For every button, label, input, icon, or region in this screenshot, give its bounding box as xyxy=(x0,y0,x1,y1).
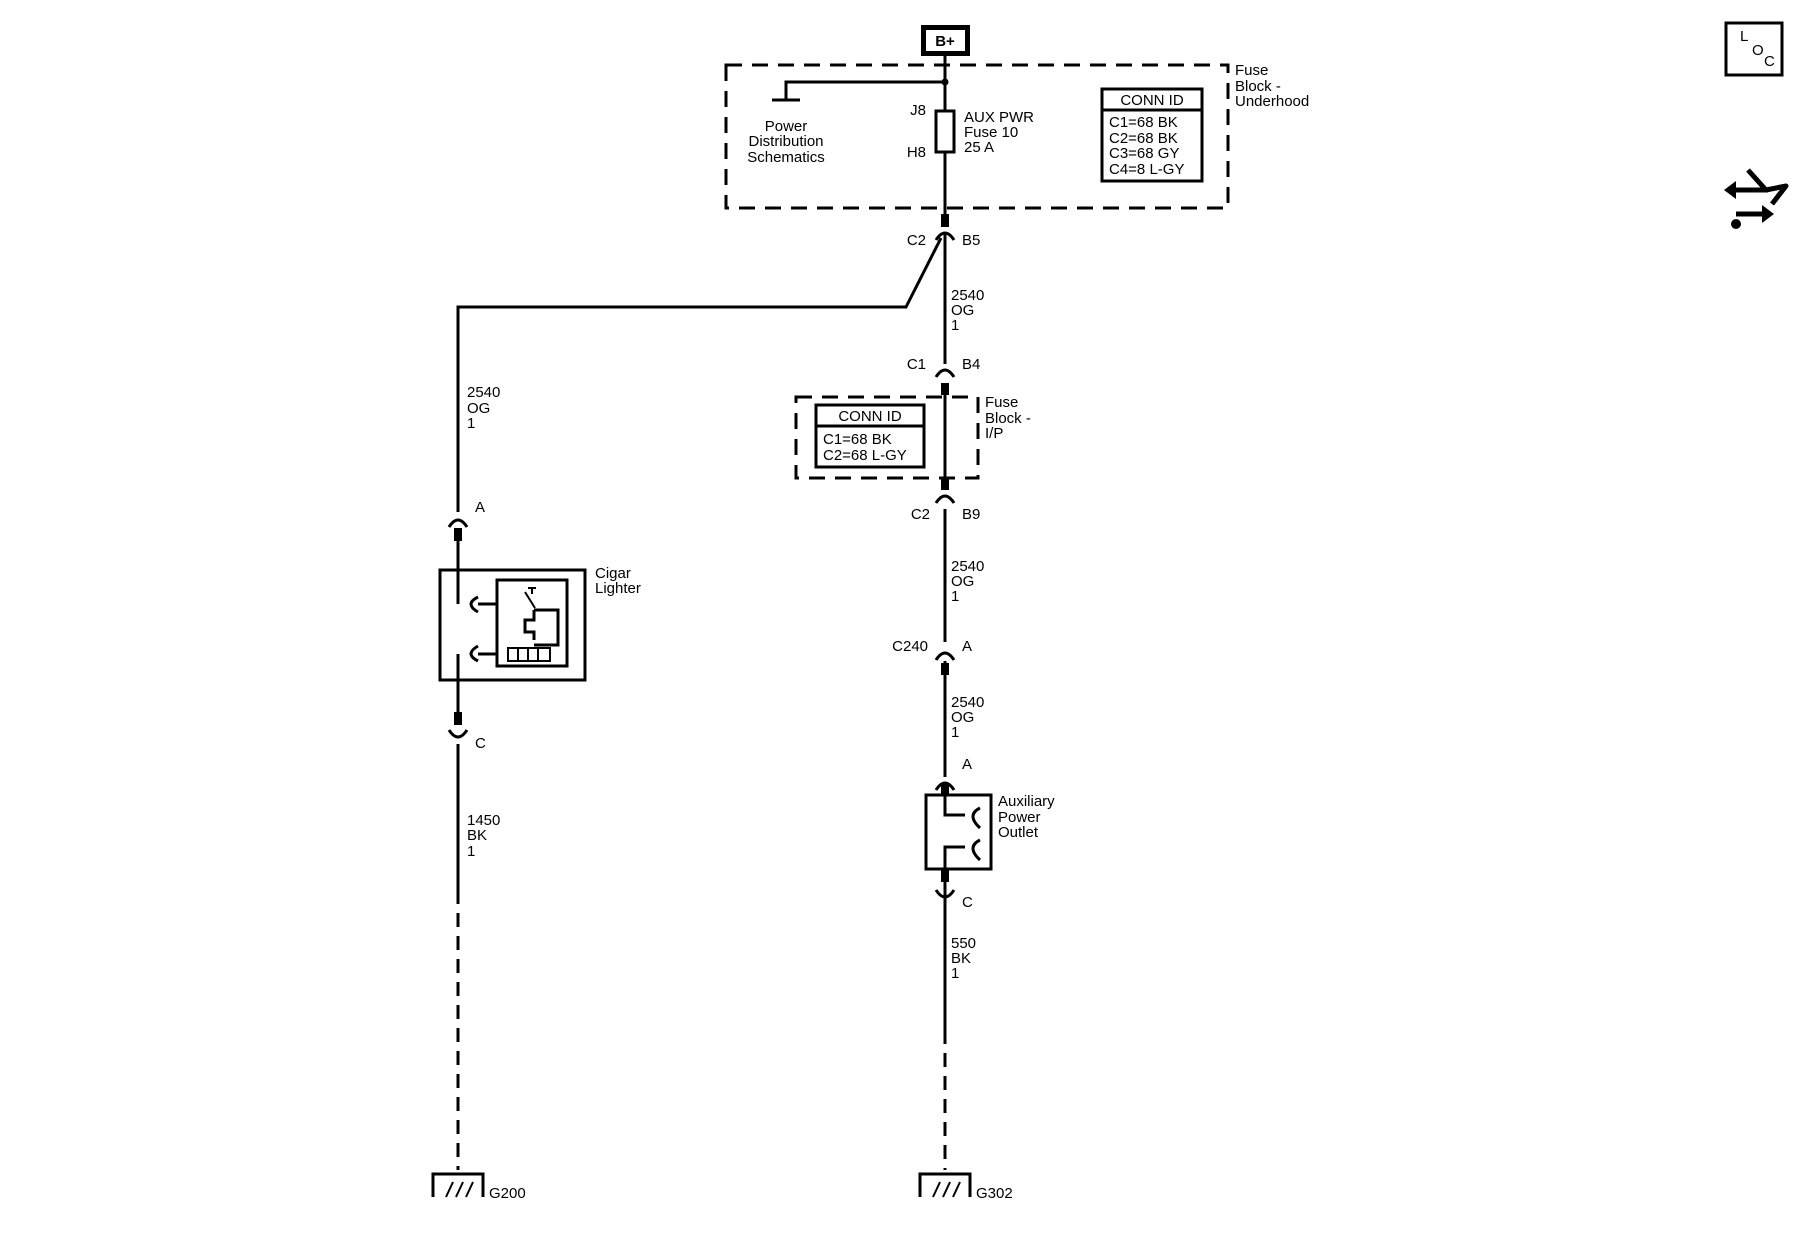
outlet-pin-bottom: C xyxy=(962,894,973,911)
outlet-label-1: Auxiliary xyxy=(998,793,1055,810)
svg-text:1: 1 xyxy=(951,965,959,982)
underhood-title-line-1: Fuse xyxy=(1235,62,1268,79)
connector-c1-b4: C1 B4 xyxy=(907,356,980,395)
outlet-label-2: Power xyxy=(998,809,1041,826)
inline-connector-c240: C240 A xyxy=(892,638,972,675)
aux-power-outlet: A C Auxiliary Power Outlet xyxy=(924,756,1055,911)
underhood-fuse-block-outline xyxy=(724,63,1230,210)
underhood-conn-row: C3=68 GY xyxy=(1109,145,1179,162)
svg-text:OG: OG xyxy=(951,573,974,590)
loc-letter-o: O xyxy=(1752,42,1764,59)
connector-c2-b5: C2 B5 xyxy=(907,214,980,249)
loc-letter-l: L xyxy=(1740,28,1748,45)
wire-label-lighter-ground: 1450 BK 1 xyxy=(467,812,500,860)
fuse-label-2: Fuse 10 xyxy=(964,124,1018,141)
wire-label-main-lower: 2540 OG 1 xyxy=(951,694,984,741)
fuse-pin-top: J8 xyxy=(910,102,926,119)
underhood-conn-row: C2=68 BK xyxy=(1109,130,1178,147)
fuse-label-1: AUX PWR xyxy=(964,109,1034,126)
underhood-title-line-2: Block - xyxy=(1235,78,1281,95)
wire-label-main-upper: 2540 OG 1 xyxy=(951,287,984,334)
svg-text:2540: 2540 xyxy=(951,694,984,711)
power-distribution-label-1: Power xyxy=(765,118,808,135)
ground-g302: G302 xyxy=(918,1172,1013,1202)
wire-label-main-mid: 2540 OG 1 xyxy=(951,558,984,605)
loc-icon[interactable]: L O C xyxy=(1724,21,1784,77)
svg-text:2540: 2540 xyxy=(951,287,984,304)
svg-text:OG: OG xyxy=(951,302,974,319)
svg-text:2540: 2540 xyxy=(467,384,500,401)
ip-conn-row: C1=68 BK xyxy=(823,431,892,448)
loc-letter-c: C xyxy=(1764,53,1775,70)
ground-g200: G200 xyxy=(431,1172,526,1202)
ip-title-line-3: I/P xyxy=(985,425,1003,442)
svg-text:550: 550 xyxy=(951,935,976,952)
svg-text:2540: 2540 xyxy=(951,558,984,575)
connector-b9-label: B9 xyxy=(962,506,980,523)
connector-c1-label: C1 xyxy=(907,356,926,373)
connector-c2-ip-label: C2 xyxy=(911,506,930,523)
ip-title-line-1: Fuse xyxy=(985,394,1018,411)
c240-label: C240 xyxy=(892,638,928,655)
lighter-label-1: Cigar xyxy=(595,565,631,582)
svg-text:1: 1 xyxy=(951,588,959,605)
wire-label-lighter-feed: 2540 OG 1 xyxy=(467,384,500,432)
power-distribution-link[interactable]: Power Distribution Schematics xyxy=(747,80,945,166)
svg-text:1450: 1450 xyxy=(467,812,500,829)
battery-label: B+ xyxy=(935,33,955,50)
svg-text:OG: OG xyxy=(951,709,974,726)
ip-conn-id-header: CONN ID xyxy=(838,408,902,425)
ip-conn-row: C2=68 L-GY xyxy=(823,447,907,464)
lighter-label-2: Lighter xyxy=(595,580,641,597)
connector-c2-label: C2 xyxy=(907,232,926,249)
fuse-block-underhood: Fuse Block - Underhood Power Distributio… xyxy=(724,62,1309,210)
svg-text:BK: BK xyxy=(467,827,487,844)
cigar-lighter: A Cigar Lighter C xyxy=(438,499,641,752)
underhood-conn-id-table: CONN ID C1=68 BK C2=68 BK C3=68 GY C4=8 … xyxy=(1100,87,1204,183)
fuse-label-3: 25 A xyxy=(964,139,994,156)
connector-b4-label: B4 xyxy=(962,356,980,373)
connector-b5-label: B5 xyxy=(962,232,980,249)
svg-text:BK: BK xyxy=(951,950,971,967)
lighter-pin-bottom: C xyxy=(475,735,486,752)
battery-source: B+ xyxy=(921,25,970,56)
svg-text:1: 1 xyxy=(467,415,475,432)
ip-fuse-block-outline xyxy=(794,395,980,480)
outlet-pin-top: A xyxy=(962,756,972,773)
wire-label-outlet-ground: 550 BK 1 xyxy=(951,935,976,982)
underhood-title-line-3: Underhood xyxy=(1235,93,1309,110)
svg-text:1: 1 xyxy=(951,724,959,741)
svg-text:OG: OG xyxy=(467,400,490,417)
aux-pwr-fuse: J8 H8 AUX PWR Fuse 10 25 A xyxy=(907,102,1034,161)
svg-text:1: 1 xyxy=(951,317,959,334)
lighter-housing xyxy=(438,568,587,682)
connector-c2-b9: C2 B9 xyxy=(911,478,980,523)
c240-pin-label: A xyxy=(962,638,972,655)
ip-title-line-2: Block - xyxy=(985,410,1031,427)
underhood-conn-row: C4=8 L-GY xyxy=(1109,161,1184,178)
power-distribution-label-2: Distribution xyxy=(748,133,823,150)
fuse-block-ip: Fuse Block - I/P CONN ID C1=68 BK C2=68 … xyxy=(794,394,1031,480)
ground-g200-label: G200 xyxy=(489,1185,526,1202)
underhood-conn-row: C1=68 BK xyxy=(1109,114,1178,131)
navigation-arrows-icon[interactable] xyxy=(1724,168,1789,229)
outlet-label-3: Outlet xyxy=(998,824,1039,841)
lighter-element xyxy=(495,578,569,668)
ground-g302-label: G302 xyxy=(976,1185,1013,1202)
lighter-feed-wire xyxy=(456,237,943,512)
power-distribution-label-3: Schematics xyxy=(747,149,825,166)
outlet-housing xyxy=(924,793,993,871)
svg-text:1: 1 xyxy=(467,843,475,860)
fuse-pin-bottom: H8 xyxy=(907,144,926,161)
ip-conn-id-table: CONN ID C1=68 BK C2=68 L-GY xyxy=(814,403,926,469)
underhood-conn-id-header: CONN ID xyxy=(1120,92,1184,109)
lighter-pin-top: A xyxy=(475,499,485,516)
